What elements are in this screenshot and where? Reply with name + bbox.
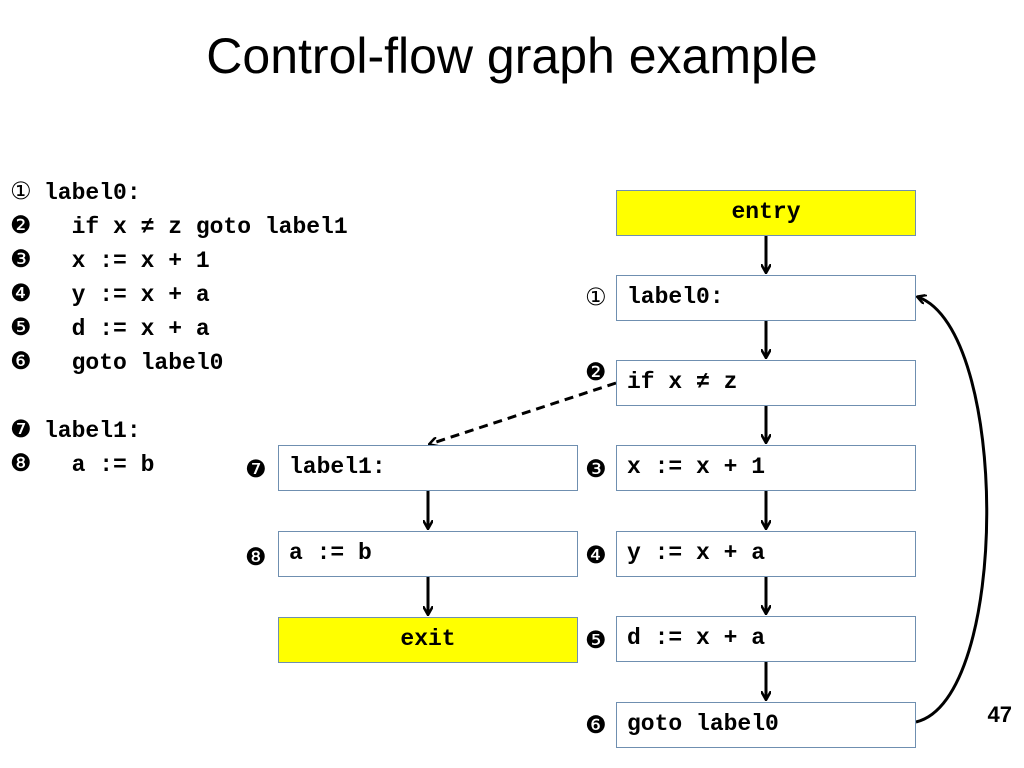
step-number: ❼	[10, 415, 32, 443]
cfg-node-d-assign: d := x + a	[616, 616, 916, 662]
node-number: ❹	[585, 541, 607, 569]
node-number: ❺	[585, 626, 607, 654]
code-line: ❻ goto label0	[10, 344, 223, 378]
code-line: ❷ if x ≠ z goto label1	[10, 208, 348, 242]
step-number: ❸	[10, 245, 32, 273]
step-number: ❻	[10, 347, 32, 375]
code-text: label0:	[44, 180, 141, 206]
node-number: ①	[585, 283, 607, 311]
code-text: label1:	[44, 418, 141, 444]
node-number: ❼	[245, 455, 267, 483]
step-number: ❹	[10, 279, 32, 307]
code-line: ❼ label1:	[10, 412, 141, 446]
code-text: d := x + a	[44, 316, 210, 342]
edge-if-to-label1-dashed	[430, 381, 617, 444]
node-number: ❻	[585, 711, 607, 739]
edge-goto-back-to-label0	[916, 297, 989, 724]
step-number: ❺	[10, 313, 32, 341]
code-text: y := x + a	[44, 282, 210, 308]
cfg-node-x-inc: x := x + 1	[616, 445, 916, 491]
code-text: x := x + 1	[44, 248, 210, 274]
node-number: ❷	[585, 358, 607, 386]
code-line: ❹ y := x + a	[10, 276, 210, 310]
cfg-node-label1: label1:	[278, 445, 578, 491]
step-number: ①	[10, 177, 32, 205]
cfg-node-goto: goto label0	[616, 702, 916, 748]
code-text: a := b	[44, 452, 155, 478]
cfg-node-y-assign: y := x + a	[616, 531, 916, 577]
slide-title: Control-flow graph example	[206, 28, 818, 84]
code-line: ❸ x := x + 1	[10, 242, 210, 276]
cfg-node-label0: label0:	[616, 275, 916, 321]
step-number: ❷	[10, 211, 32, 239]
code-text: if x ≠ z goto label1	[44, 214, 348, 240]
step-number: ❽	[10, 449, 32, 477]
code-line: ❺ d := x + a	[10, 310, 210, 344]
cfg-node-a-assign: a := b	[278, 531, 578, 577]
node-number: ❸	[585, 455, 607, 483]
code-line: ❽ a := b	[10, 446, 154, 480]
cfg-node-if: if x ≠ z	[616, 360, 916, 406]
entry-node: entry	[616, 190, 916, 236]
page-number: 47	[987, 702, 1012, 727]
code-text: goto label0	[44, 350, 224, 376]
code-line: ① label0:	[10, 174, 141, 208]
node-number: ❽	[245, 543, 267, 571]
exit-node: exit	[278, 617, 578, 663]
